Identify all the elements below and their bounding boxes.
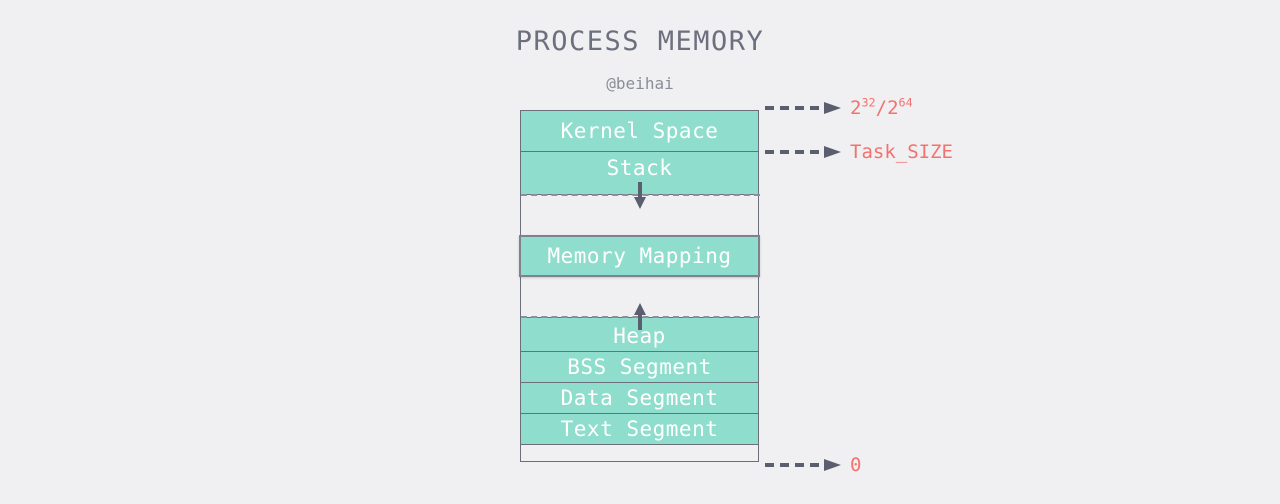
memory-block-kernel-space: Kernel Space (520, 110, 759, 152)
memory-block-text-segment: Text Segment (520, 413, 759, 445)
address-exponent: 32 (861, 95, 876, 110)
memory-block-data-segment: Data Segment (520, 382, 759, 414)
annotation-top-address-label: 232/264 (850, 96, 913, 119)
annotation-task-size: Task_SIZE (765, 142, 953, 162)
memory-gap-below-stack (520, 182, 760, 236)
memory-block-reserved (520, 444, 759, 462)
annotation-task-size-label: Task_SIZE (850, 140, 953, 163)
address-base: 2 (850, 96, 862, 119)
memory-layout-column: Kernel Space Stack Memory Mapping Heap B… (519, 110, 760, 462)
memory-block-label: Stack (606, 156, 673, 180)
annotation-bottom-address: 0 (765, 455, 861, 475)
memory-block-label: BSS Segment (567, 354, 712, 379)
annotation-top-address: 232/264 (765, 96, 913, 119)
author-credit: @beihai (606, 74, 674, 93)
memory-block-bss-segment: BSS Segment (520, 351, 759, 383)
memory-block-label: Text Segment (560, 416, 719, 441)
memory-block-label: Heap (613, 324, 666, 348)
page-title: PROCESS MEMORY (515, 26, 765, 57)
address-base-2: 2 (887, 96, 899, 119)
stack-growth-down-arrow (633, 182, 646, 209)
heap-growth-up-arrow (633, 303, 646, 330)
memory-block-label: Data Segment (560, 385, 719, 410)
memory-block-label: Kernel Space (560, 118, 719, 143)
memory-block-memory-mapping: Memory Mapping (519, 235, 760, 277)
memory-block-label: Memory Mapping (547, 243, 732, 268)
dashed-arrow-icon (765, 146, 841, 158)
dashed-arrow-icon (765, 102, 841, 114)
address-separator: / (875, 96, 888, 119)
address-exponent-2: 64 (898, 95, 913, 110)
annotation-bottom-address-label: 0 (850, 453, 862, 476)
dashed-arrow-icon (765, 459, 841, 471)
memory-gap-above-heap (520, 276, 760, 330)
